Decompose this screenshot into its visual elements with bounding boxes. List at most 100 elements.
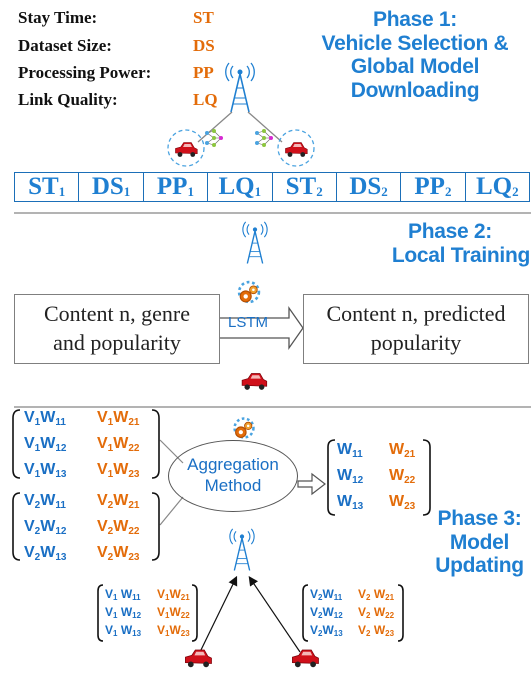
aggregation-line1: Aggregation	[187, 455, 279, 474]
weight-entry: V2 W22	[358, 605, 395, 620]
matrix-brackets	[12, 409, 431, 642]
legend-abbr-pp: PP	[193, 63, 214, 82]
weight-entry: V1W11	[24, 409, 66, 428]
weight-entry: W12	[337, 467, 364, 486]
weight-entry: V1W13	[24, 461, 67, 480]
weight-entry: V1 W12	[105, 605, 142, 620]
antenna-tower-icon	[224, 62, 256, 113]
legend-abbr-st: ST	[193, 8, 214, 27]
weight-entry: V2W13	[24, 544, 67, 563]
local-input-box: Content n, genre and popularity	[14, 294, 220, 364]
weight-entry: V2W11	[310, 587, 343, 602]
legend-key-dataset-size: Dataset Size:	[18, 36, 112, 55]
vehicle2-upload-weights-column-2: V2 W21 V2 W22 V2 W23	[358, 585, 394, 639]
phase3-title: Phase 3: Model Updating	[428, 507, 531, 578]
aggregation-line2: Method	[204, 476, 262, 495]
param-cell: LQ1	[208, 173, 273, 201]
phase1-line2: Vehicle Selection &	[321, 31, 509, 55]
weight-entry: V2W22	[97, 518, 140, 537]
vehicle2-weight-column-2: V2W21 V2W22 V2W23	[97, 488, 139, 566]
weight-entry: V2W13	[310, 623, 343, 638]
lstm-label: LSTM	[228, 314, 269, 331]
global-weight-column-2: W21 W22 W23	[389, 437, 415, 515]
weight-entry: V1W21	[97, 409, 140, 428]
legend-key-link-quality: Link Quality:	[18, 90, 118, 109]
vehicle-parameter-table: ST1 DS1 PP1 LQ1 ST2 DS2 PP2 LQ2	[14, 172, 530, 202]
phase3-line1: Phase 3:	[437, 507, 522, 530]
vehicle1-upload-weights-column-2: V1W21 V1W22 V1W23	[157, 585, 190, 639]
weight-entry: V2W12	[310, 605, 343, 620]
legend-abbr-lq: LQ	[193, 90, 218, 109]
car-icon	[277, 129, 315, 167]
param-cell: ST1	[15, 173, 80, 201]
phase1-title: Phase 1: Vehicle Selection & Global Mode…	[300, 8, 530, 102]
weight-entry: V1W23	[157, 623, 190, 638]
weight-entry: V1W23	[97, 461, 140, 480]
weight-entry: W23	[389, 493, 416, 512]
weight-entry: W11	[337, 441, 363, 460]
weight-entry: V2 W23	[358, 623, 395, 638]
legend-key-stay-time: Stay Time:	[18, 8, 98, 27]
link-line	[159, 496, 184, 526]
antenna-tower-icon	[229, 528, 255, 572]
car-icon	[241, 373, 268, 391]
car-icon	[184, 649, 212, 668]
vehicle1-weight-column-1: V1W11 V1W12 V1W13	[24, 405, 66, 483]
weight-entry: V2W11	[24, 492, 66, 511]
aggregation-output-arrow	[297, 472, 326, 496]
gear-processing-icon	[237, 280, 261, 304]
aggregation-method-ellipse: Aggregation Method	[168, 440, 298, 512]
link-line	[197, 111, 233, 143]
weight-entry: V1 W13	[105, 623, 142, 638]
neural-network-icon	[204, 128, 224, 148]
phase1-line1: Phase 1:	[373, 8, 457, 31]
weight-entry: V1W21	[157, 587, 190, 602]
local-output-line1: Content n, predicted	[326, 301, 506, 326]
weight-entry: V1W22	[157, 605, 190, 620]
param-cell: DS1	[79, 173, 144, 201]
weight-entry: V2W21	[97, 492, 140, 511]
legend-abbr-ds: DS	[193, 36, 215, 55]
upload-arrow	[248, 576, 301, 653]
weight-entry: V2W23	[97, 544, 140, 563]
upload-arrow	[199, 575, 238, 653]
legend-key-processing-power: Processing Power:	[18, 63, 152, 82]
link-line	[247, 111, 283, 143]
car-icon	[167, 129, 205, 167]
antenna-tower-icon	[242, 221, 268, 265]
weight-entry: V1W22	[97, 435, 140, 454]
phase2-line1: Phase 2:	[408, 220, 492, 243]
vehicle2-upload-weights-column-1: V2W11 V2W12 V2W13	[310, 585, 343, 639]
weight-entry: V1 W11	[105, 587, 141, 602]
local-input-line2: and popularity	[53, 329, 181, 355]
weight-entry: W21	[389, 441, 416, 460]
local-output-box: Content n, predicted popularity	[303, 294, 529, 364]
car-icon	[291, 649, 319, 668]
vehicle1-upload-weights-column-1: V1 W11 V1 W12 V1 W13	[105, 585, 141, 639]
global-weight-column-1: W11 W12 W13	[337, 437, 363, 515]
param-cell: ST2	[273, 173, 337, 201]
param-cell: LQ2	[476, 173, 519, 200]
vehicle1-weight-column-2: V1W21 V1W22 V1W23	[97, 405, 139, 483]
weight-entry: V2W12	[24, 518, 67, 537]
param-cell: PP2	[401, 173, 466, 201]
vehicle2-weight-column-1: V2W11 V2W12 V2W13	[24, 488, 66, 566]
phase1-line4: Downloading	[350, 78, 480, 102]
local-input-line1: Content n, genre	[43, 301, 191, 326]
weight-entry: W13	[337, 493, 364, 512]
phase3-line3: Updating	[435, 554, 524, 578]
phase3-line2: Model	[449, 530, 510, 554]
phase2-line2: Local Training	[391, 243, 530, 267]
param-cell: PP1	[144, 173, 209, 201]
phase2-title: Phase 2: Local Training	[340, 220, 530, 267]
weight-entry: V1W12	[24, 435, 67, 454]
weight-entry: W22	[389, 467, 416, 486]
param-cell: DS2	[337, 173, 402, 201]
lstm-arrow	[218, 305, 304, 351]
phase1-line3: Global Model	[350, 55, 480, 79]
gear-processing-icon	[233, 417, 255, 439]
local-output-line2: popularity	[370, 329, 462, 355]
weight-entry: V2 W21	[358, 587, 395, 602]
